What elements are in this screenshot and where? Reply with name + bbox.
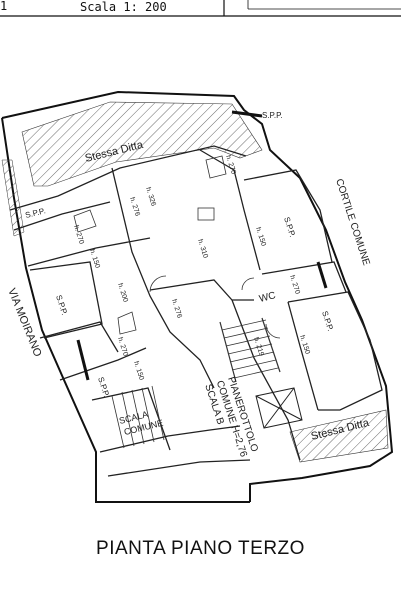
- height-h310: h. 310: [196, 238, 209, 259]
- room-spp-upper-left: S.P.P.: [24, 206, 46, 220]
- height-h150-lower: h. 150: [132, 360, 145, 381]
- interior-walls: [9, 145, 383, 477]
- height-h219: h. 219: [252, 336, 265, 357]
- window-marks: [76, 110, 328, 381]
- height-h270-right: h. 270: [288, 274, 301, 295]
- street-right-label: CORTILE COMUNE: [333, 178, 371, 268]
- height-h276-lower: h. 276: [170, 298, 183, 319]
- neighbor-hatch: [1, 101, 389, 463]
- room-spp-right-upper: S.P.P.: [282, 216, 297, 238]
- plan-title: PIANTA PIANO TERZO: [96, 538, 305, 559]
- height-h276-upper: h. 276: [128, 196, 141, 217]
- stair-treads: [111, 317, 281, 449]
- height-h270-left: h. 270: [72, 224, 85, 245]
- height-h270-lower: h. 270: [116, 336, 129, 357]
- room-spp-lower-left: S.P.P.: [96, 376, 111, 398]
- title-block: 1 Scala 1: 200: [0, 0, 401, 17]
- spp-top-marker: S.P.P.: [262, 111, 283, 120]
- lift-shaft: [255, 387, 303, 429]
- room-spp-left: S.P.P.: [54, 294, 69, 316]
- height-h150-right: h. 150: [254, 226, 267, 247]
- scale-label: Scala 1: 200: [80, 0, 167, 14]
- room-spp-right: S.P.P.: [320, 310, 335, 332]
- door-swings: [73, 155, 281, 339]
- room-landing-common: PIANEROTTOLO COMUNE H=2,76 SCALA B: [202, 376, 261, 465]
- room-wc: WC: [258, 290, 277, 305]
- height-h200: h. 200: [116, 282, 129, 303]
- height-h150-left: h. 150: [88, 248, 101, 269]
- height-h326: h. 326: [144, 186, 157, 207]
- street-left-label: VIA MOIRANO: [5, 287, 44, 359]
- sheet-number: 1: [0, 0, 7, 13]
